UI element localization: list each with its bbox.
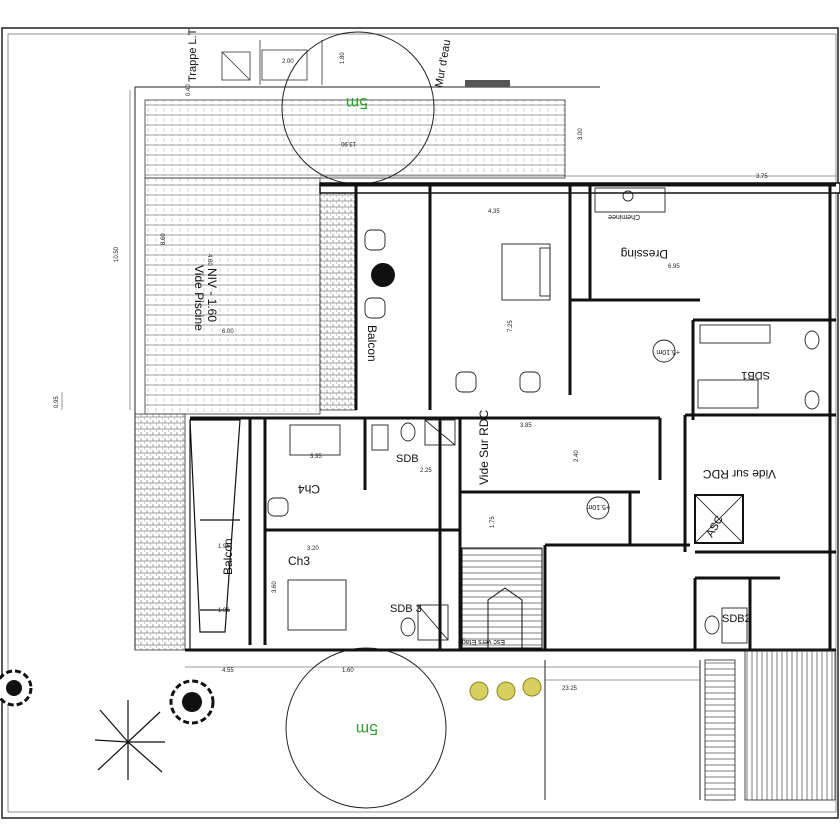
dim-225: 2.25 [420, 468, 432, 474]
label-level-1: +5.10m [656, 348, 680, 355]
label-sdb2: SDB2 [722, 613, 751, 625]
dim-460: 4.60 [206, 254, 212, 266]
dim-435: 4.35 [488, 209, 500, 215]
label-vide-piscine: Vide Piscine [192, 265, 206, 331]
building-walls [185, 182, 840, 652]
trappe-area [221, 40, 323, 85]
dim-196a: 1.96 [218, 544, 230, 550]
dim-860: 8.60 [161, 233, 167, 245]
label-balcon-left: Balcon [221, 538, 235, 575]
property-boundary [1, 27, 839, 819]
lower-right-stairs [544, 649, 836, 801]
dim-1050: 10.50 [114, 246, 120, 262]
label-ch3: Ch3 [288, 554, 310, 568]
tree-icon [0, 669, 215, 725]
dim-200: 2.00 [282, 59, 294, 65]
dim-360: 3.60 [272, 581, 278, 593]
dim-175: 1.75 [490, 516, 496, 528]
palm-icon [94, 700, 165, 780]
setback-circle-bottom [285, 647, 447, 809]
label-cheminee: Cheminee [608, 213, 640, 220]
label-mur: Mur d'eau [433, 39, 453, 89]
dim-335: 3.35 [310, 454, 322, 460]
label-vide-sur-rdc-center: Vide Sur RDC [477, 410, 491, 485]
dim-455: 4.55 [222, 668, 234, 674]
dim-320: 3.20 [307, 546, 319, 552]
balcony-left [189, 419, 241, 650]
label-sdb: SDB [396, 453, 419, 465]
bathroom-fixtures [371, 324, 820, 644]
dim-695: 6.95 [668, 264, 680, 270]
label-ch4: Ch4 [298, 482, 320, 496]
dim-196b: 1.96 [218, 608, 230, 614]
furniture [267, 187, 676, 631]
shrub-icon [469, 677, 542, 701]
label-vide-sur-rdc-right: Vide sur RDC [703, 467, 776, 481]
dimension-lines [61, 90, 836, 681]
dim-375: 3.75 [756, 174, 768, 180]
dim-095: 0.95 [54, 396, 60, 408]
dim-040: 0.40 [186, 84, 192, 96]
staircase [461, 547, 543, 649]
dim-1390: 13.90 [340, 140, 356, 146]
label-asc: ASC [704, 514, 726, 540]
elevator [694, 494, 744, 544]
label-setback-top: 5m [346, 94, 368, 111]
label-level-2: +5.10m [586, 503, 610, 510]
label-balcon-top: Balcon [365, 325, 379, 362]
label-dressing: Dressing [621, 247, 668, 261]
dim-385: 3.85 [520, 423, 532, 429]
dim-600: 6.00 [222, 329, 234, 335]
label-niv: NIV - 1.60 [205, 268, 219, 322]
round-table [371, 263, 395, 287]
label-sdb3: SDB 3 [390, 603, 422, 615]
dim-240: 2.40 [574, 450, 580, 462]
pool-deck [134, 80, 600, 651]
dimensions: 1.80 0.40 2.00 13.90 3.00 10.50 8.60 4.6… [54, 52, 768, 692]
dim-300: 3.00 [578, 128, 584, 140]
label-trappe: Trappe L.T [187, 28, 199, 82]
label-setback-bottom: 5m [356, 720, 378, 737]
dim-160: 1.60 [342, 668, 354, 674]
dim-180: 1.80 [340, 52, 346, 64]
dim-725: 7.25 [508, 320, 514, 332]
dim-2325: 23.25 [562, 686, 578, 692]
label-esc: Esc vers Etage [458, 638, 505, 645]
label-sdb1: SDB1 [741, 369, 770, 381]
